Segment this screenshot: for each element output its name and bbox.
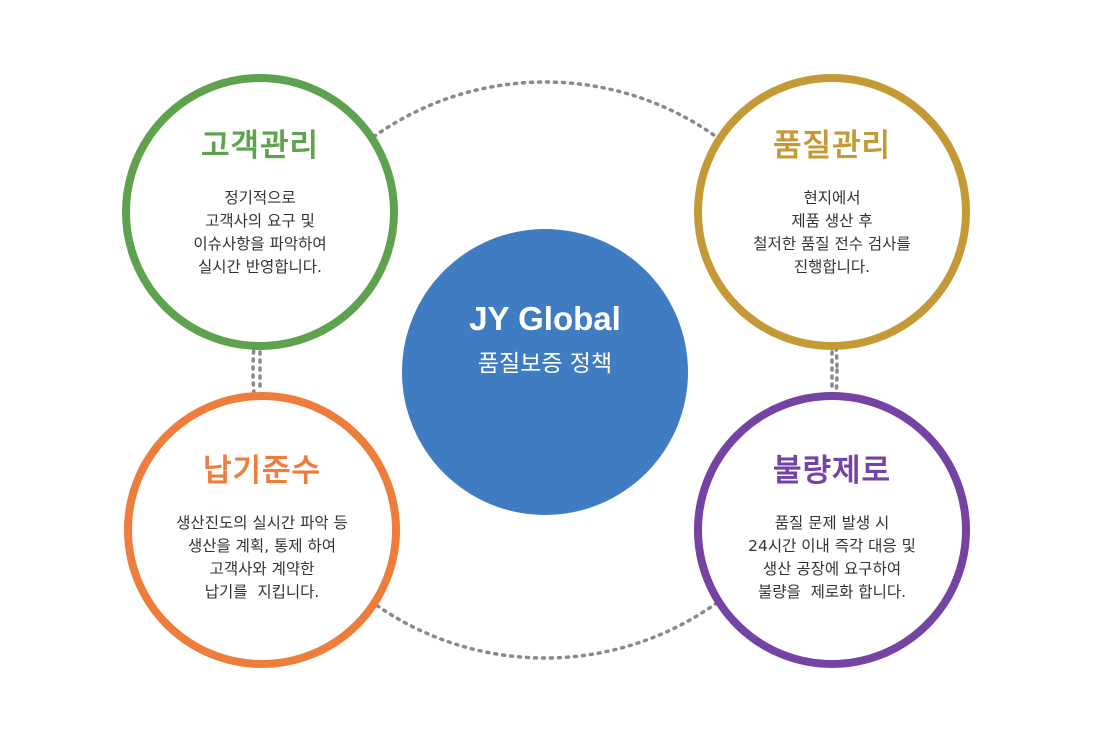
node-delivery: 납기준수 생산진도의 실시간 파악 등 생산을 계획, 통제 하여 고객사와 계… [132,445,392,604]
node-quality: 품질관리 현지에서 제품 생산 후 철저한 품질 전수 검사를 진행합니다. [702,120,962,279]
node-title: 고객관리 [200,128,320,164]
node-line: 생산을 계획, 통제 하여 [187,537,337,555]
node-line: 정기적으로 [224,189,296,207]
node-line: 고객사와 계약한 [209,560,315,578]
node-line: 진행합니다. [793,258,871,276]
quality-circle [694,74,970,350]
node-line: 불량을 제로화 합니다. [757,583,907,601]
node-line: 이슈사항을 파악하여 [193,235,327,253]
node-title: 납기준수 [202,453,322,489]
center-circle [402,229,688,515]
node-line: 제품 생산 후 [791,212,873,230]
delivery-circle [124,392,400,668]
node-title: 불량제로 [772,453,892,489]
node-line: 실시간 반영합니다. [198,258,322,276]
customer-circle [122,74,398,350]
node-line: 생산진도의 실시간 파악 등 [176,514,348,532]
node-customer: 고객관리 정기적으로 고객사의 요구 및 이슈사항을 파악하여 실시간 반영합니… [130,120,390,279]
node-line: 현지에서 [803,189,861,207]
node-line: 고객사의 요구 및 [205,212,315,230]
zero-defect-circle [694,392,970,668]
node-line: 품질 문제 발생 시 [774,514,890,532]
center-title: JY Global [469,300,621,337]
node-title: 품질관리 [772,128,892,164]
node-zero-defect: 불량제로 품질 문제 발생 시 24시간 이내 즉각 대응 및 생산 공장에 요… [702,445,962,604]
node-line: 생산 공장에 요구하여 [762,560,902,578]
node-line: 24시간 이내 즉각 대응 및 [748,537,916,555]
center-subtitle: 품질보증 정책 [477,351,613,377]
node-line: 철저한 품질 전수 검사를 [753,235,911,253]
center-label: JY Global 품질보증 정책 [402,300,688,378]
node-line: 납기를 지킵니다. [204,583,320,601]
dotted-ring [251,80,839,660]
